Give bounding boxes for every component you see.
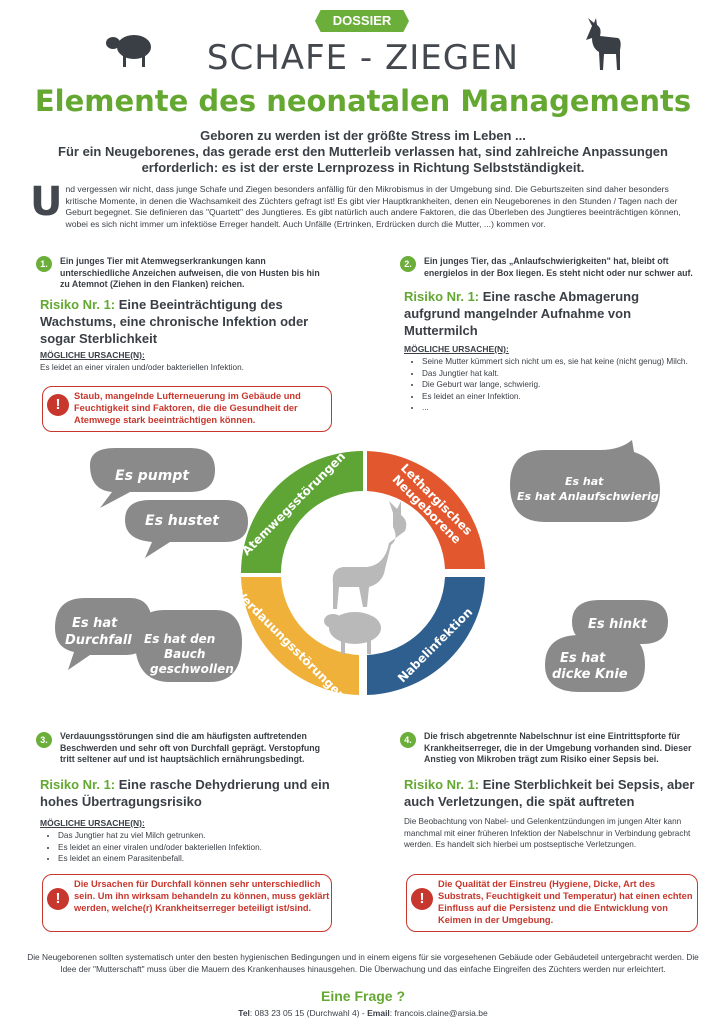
goat-sheep-illustration (324, 501, 407, 654)
section-3-cause-list: Das Jungtier hat zu viel Milch getrunken… (40, 830, 348, 865)
section-3-cause-heading: MÖGLICHE URSACHE(N): (40, 818, 145, 828)
list-item: Die Geburt war lange, schwierig. (422, 379, 722, 391)
intro-line-3: erforderlich: es ist der erste Lernproze… (141, 160, 585, 175)
section-2-risk-label: Risiko Nr. 1: (404, 289, 480, 304)
bubble-bauch-2: Bauch (164, 647, 205, 661)
section-4-risk: Risiko Nr. 1: Eine Sterblichkeit bei Sep… (404, 776, 698, 810)
section-1-number: 1. (36, 256, 52, 272)
list-item: Das Jungtier hat zu viel Milch getrunken… (58, 830, 348, 842)
section-1-text: Ein junges Tier mit Atemwegserkrankungen… (60, 256, 320, 289)
footer-text: Die Neugeborenen sollten systematisch un… (27, 952, 699, 974)
section-3-warning: Die Ursachen für Durchfall können sehr u… (74, 879, 330, 913)
ring-segment-digestive (241, 577, 359, 695)
section-2-risk-text: Eine rasche Abmagerung aufgrund mangelnd… (404, 289, 640, 338)
speech-bubble: Es hustet (125, 500, 248, 558)
section-2-text: Ein junges Tier, das „Anlaufschwierigkei… (424, 256, 693, 278)
section-1-risk: Risiko Nr. 1: Eine Beeinträchtigung des … (40, 296, 320, 347)
list-item: Seine Mutter kümmert sich nicht um es, s… (422, 356, 722, 368)
bubble-es-pumpt: Es pumpt (115, 468, 190, 484)
page-subtitle: Elemente des neonatalen Managements (34, 84, 692, 118)
section-4-text: Die frisch abgetrennte Nabelschnur ist e… (424, 731, 692, 764)
bubble-es-hustet: Es hustet (145, 513, 220, 529)
speech-bubble: Es pumpt (90, 448, 215, 508)
disease-ring: Atemwegsstörungen Lethargisches Neugebor… (233, 449, 485, 703)
list-item: Das Jungtier hat kalt. (422, 368, 722, 380)
dossier-badge: DOSSIER (315, 10, 409, 32)
warning-icon: ! (411, 888, 433, 910)
ring-segment-respiratory (241, 451, 363, 573)
section-1-risk-label: Risiko Nr. 1: (40, 297, 116, 312)
section-1-warning: Staub, mangelnde Lufterneuerung im Gebäu… (74, 391, 301, 425)
bubble-durchfall-1: Es hat (72, 616, 118, 631)
speech-bubble: Es hat den Bauch geschwollen (135, 610, 242, 682)
disease-quartet-graphic: Es pumpt Es hustet Es hat Es hat Anlaufs… (55, 440, 698, 703)
bubble-knie-2: dicke Knie (552, 667, 628, 682)
section-2-number: 2. (400, 256, 416, 272)
bubble-bauch-3: geschwollen (150, 662, 234, 676)
section-1-cause-heading: MÖGLICHE URSACHE(N): (40, 350, 145, 360)
speech-bubble: Es hat dicke Knie (545, 635, 645, 692)
contact-line: Tel: 083 23 05 15 (Durchwahl 4) - Email:… (0, 1008, 726, 1018)
speech-bubble: Es hat Es hat Anlaufschwierigkeiten (510, 440, 698, 522)
section-4-risk-text: Eine Sterblichkeit bei Sepsis, aber auch… (404, 777, 695, 809)
list-item: Es leidet an einer viralen und/oder bakt… (58, 842, 348, 854)
section-2-cause-list: Seine Mutter kümmert sich nicht um es, s… (404, 356, 722, 414)
page-title: SCHAFE - ZIEGEN (206, 38, 520, 78)
section-4-warning-box (406, 874, 698, 932)
speech-bubble: Es hat Durchfall (55, 598, 152, 670)
bubble-bauch-1: Es hat den (144, 632, 215, 646)
speech-bubble: Es hinkt (572, 600, 668, 644)
email-value[interactable]: : francois.claine@arsia.be (389, 1008, 488, 1018)
bubble-anlauf-1: Es hat (565, 475, 604, 488)
warning-icon: ! (47, 888, 69, 910)
email-label: Email (367, 1008, 390, 1018)
intro-line-1: Geboren zu werden ist der größte Stress … (200, 128, 526, 143)
drop-cap: U (30, 179, 63, 225)
ring-segment-lethargic (367, 451, 485, 569)
bubble-anlauf-2: Es hat Anlaufschwierigkeiten (517, 490, 698, 503)
intro-line-2: Für ein Neugeborenes, das gerade erst de… (58, 144, 668, 159)
bubble-durchfall-2: Durchfall (65, 633, 132, 648)
section-2-risk: Risiko Nr. 1: Eine rasche Abmagerung auf… (404, 288, 686, 339)
bubble-hinkt: Es hinkt (588, 617, 648, 632)
section-4-warning: Die Qualität der Einstreu (Hygiene, Dick… (438, 879, 693, 925)
tel-label: Tel (238, 1008, 250, 1018)
list-item: Es leidet an einer Infektion. (422, 391, 722, 403)
section-3-text: Verdauungsstörungen sind die am häufigst… (60, 731, 321, 764)
section-1-risk-text: Eine Beeinträchtigung des Wachstums, ein… (40, 297, 309, 346)
section-3-warning-box (42, 874, 332, 932)
question-heading: Eine Frage ? (320, 988, 406, 1004)
intro-paragraph-text: nd vergessen wir nicht, dass junge Schaf… (65, 184, 681, 229)
tel-value: : 083 23 05 15 (Durchwahl 4) - (249, 1008, 368, 1018)
ring-segment-navel (367, 577, 485, 695)
bubble-knie-1: Es hat (560, 651, 606, 666)
section-2-cause-heading: MÖGLICHE URSACHE(N): (404, 344, 509, 354)
section-3-risk-label: Risiko Nr. 1: (40, 777, 116, 792)
list-item: Es leidet an einem Parasitenbefall. (58, 853, 348, 865)
intro: Geboren zu werden ist der größte Stress … (20, 128, 706, 176)
section-3-risk-text: Eine rasche Dehydrierung und ein hohes Ü… (40, 777, 330, 809)
section-1-cause: Es leidet an einer viralen und/oder bakt… (40, 363, 244, 372)
warning-icon: ! (47, 394, 69, 416)
section-4-number: 4. (400, 732, 416, 748)
section-3-risk: Risiko Nr. 1: Eine rasche Dehydrierung u… (40, 776, 330, 810)
sheep-icon (106, 35, 151, 67)
goat-icon (586, 18, 621, 70)
list-item: ... (422, 402, 722, 414)
section-4-body: Die Beobachtung von Nabel- und Gelenkent… (404, 817, 691, 849)
section-3-number: 3. (36, 732, 52, 748)
section-1-warning-box (42, 386, 332, 432)
section-4-risk-label: Risiko Nr. 1: (404, 777, 480, 792)
